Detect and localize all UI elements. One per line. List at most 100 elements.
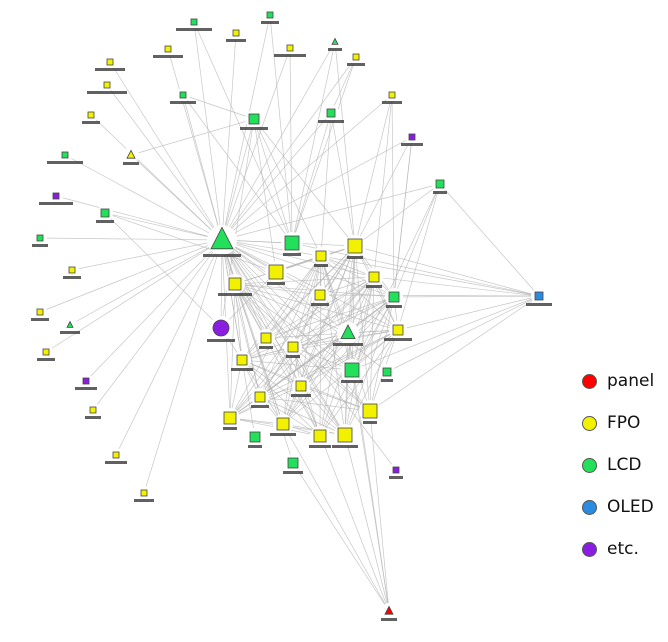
node-marker (286, 44, 294, 52)
node-label-placeholder (286, 355, 300, 358)
graph-node (170, 88, 196, 104)
graph-edge (282, 296, 395, 425)
node-marker (388, 91, 396, 99)
node-label-placeholder (311, 303, 329, 306)
graph-node (105, 448, 127, 464)
graph-edge (193, 21, 223, 241)
graph-edge (259, 396, 371, 412)
node-label-placeholder (176, 28, 212, 31)
node-label-placeholder (314, 264, 328, 267)
node-marker (352, 53, 360, 61)
node-label-placeholder (60, 331, 80, 334)
graph-node (359, 400, 381, 424)
graph-edge (289, 47, 293, 244)
graph-node (270, 414, 296, 436)
graph-edge (221, 118, 255, 241)
graph-node (379, 364, 395, 382)
node-label-placeholder (240, 127, 268, 130)
graph-node (332, 424, 358, 448)
graph-edge (253, 118, 356, 247)
graph-edge (221, 239, 399, 331)
graph-edge (344, 296, 395, 436)
graph-edge (344, 332, 349, 436)
graph-edge (130, 118, 255, 156)
graph-edge (354, 136, 413, 247)
node-marker (254, 391, 266, 403)
node-label-placeholder (382, 101, 402, 104)
node-label-placeholder (231, 368, 253, 371)
node-label-placeholder (248, 445, 262, 448)
graph-node (218, 274, 252, 296)
graph-edge (229, 283, 236, 419)
node-marker (313, 429, 327, 443)
node-label-placeholder (267, 282, 285, 285)
graph-node (333, 322, 363, 346)
graph-edge (291, 112, 332, 244)
legend-swatch-oled (582, 499, 597, 515)
graph-edge (234, 283, 321, 437)
legend-label-lcd: LCD (607, 455, 642, 475)
graph-edge (393, 136, 413, 298)
graph-edge (221, 239, 397, 471)
node-marker (266, 11, 274, 19)
graph-edge (300, 332, 349, 387)
graph-edge (55, 195, 223, 241)
graph-edge (291, 56, 357, 244)
node-marker (362, 403, 378, 419)
graph-edge (241, 296, 395, 361)
graph-edge (234, 283, 261, 398)
node-marker (36, 234, 44, 242)
graph-edge (330, 112, 356, 247)
node-marker (68, 266, 76, 274)
node-marker (212, 319, 230, 337)
graph-node (134, 486, 154, 502)
legend-swatch-etc (582, 541, 597, 557)
node-label-placeholder (170, 101, 196, 104)
graph-node (385, 288, 403, 308)
graph-node (284, 338, 302, 358)
node-label-placeholder (283, 471, 303, 474)
graph-node (328, 35, 342, 51)
graph-edge (351, 296, 395, 371)
graph-edge (221, 112, 332, 241)
node-label-placeholder (32, 244, 48, 247)
node-marker (287, 341, 299, 353)
graph-edge (319, 255, 322, 437)
graph-node (31, 305, 49, 321)
graph-edge (320, 255, 399, 331)
node-label-placeholder (274, 54, 306, 57)
node-marker (228, 277, 242, 291)
graph-node (365, 268, 383, 288)
graph-edge (104, 212, 277, 273)
node-marker (61, 151, 69, 159)
graph-edge (354, 94, 393, 247)
graph-edge (354, 245, 371, 412)
node-marker (347, 238, 363, 254)
graph-edge (282, 255, 322, 425)
graph-edge (320, 255, 375, 278)
graph-edge (369, 296, 395, 412)
graph-node (246, 428, 264, 448)
node-marker (284, 235, 300, 251)
node-label-placeholder (261, 21, 279, 24)
graph-edge (265, 296, 395, 339)
node-marker (179, 91, 187, 99)
graph-edge (320, 255, 349, 334)
graph-edge (282, 423, 390, 612)
legend-label-oled: OLED (607, 497, 654, 517)
graph-edge (269, 14, 293, 244)
graph-edge (344, 434, 390, 612)
graph-edge (265, 276, 375, 339)
node-marker (368, 271, 380, 283)
graph-edge (241, 359, 346, 436)
graph-node (207, 316, 235, 342)
graph-node (32, 231, 48, 247)
graph-edge (39, 239, 223, 313)
graph-edge (397, 295, 540, 331)
node-marker (326, 108, 336, 118)
node-label-placeholder (31, 318, 49, 321)
graph-edge (221, 136, 413, 241)
node-label-placeholder (389, 476, 403, 479)
legend-item-fpo: FPO (582, 402, 668, 444)
graph-node (203, 225, 241, 257)
